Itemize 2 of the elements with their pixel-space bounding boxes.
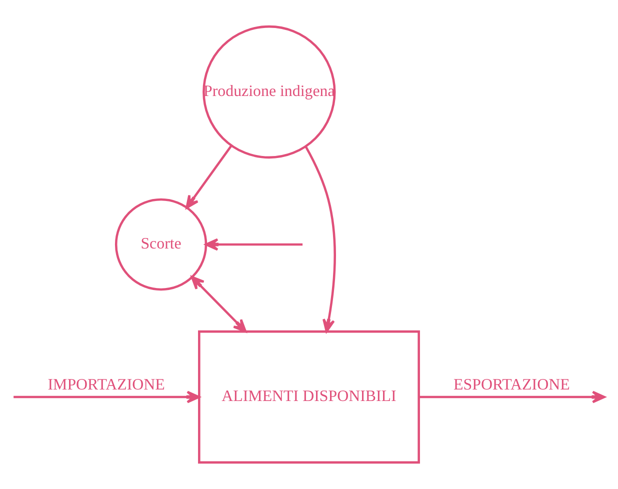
edge-label: ESPORTAZIONE [454, 376, 570, 394]
edge-label: IMPORTAZIONE [48, 376, 165, 394]
